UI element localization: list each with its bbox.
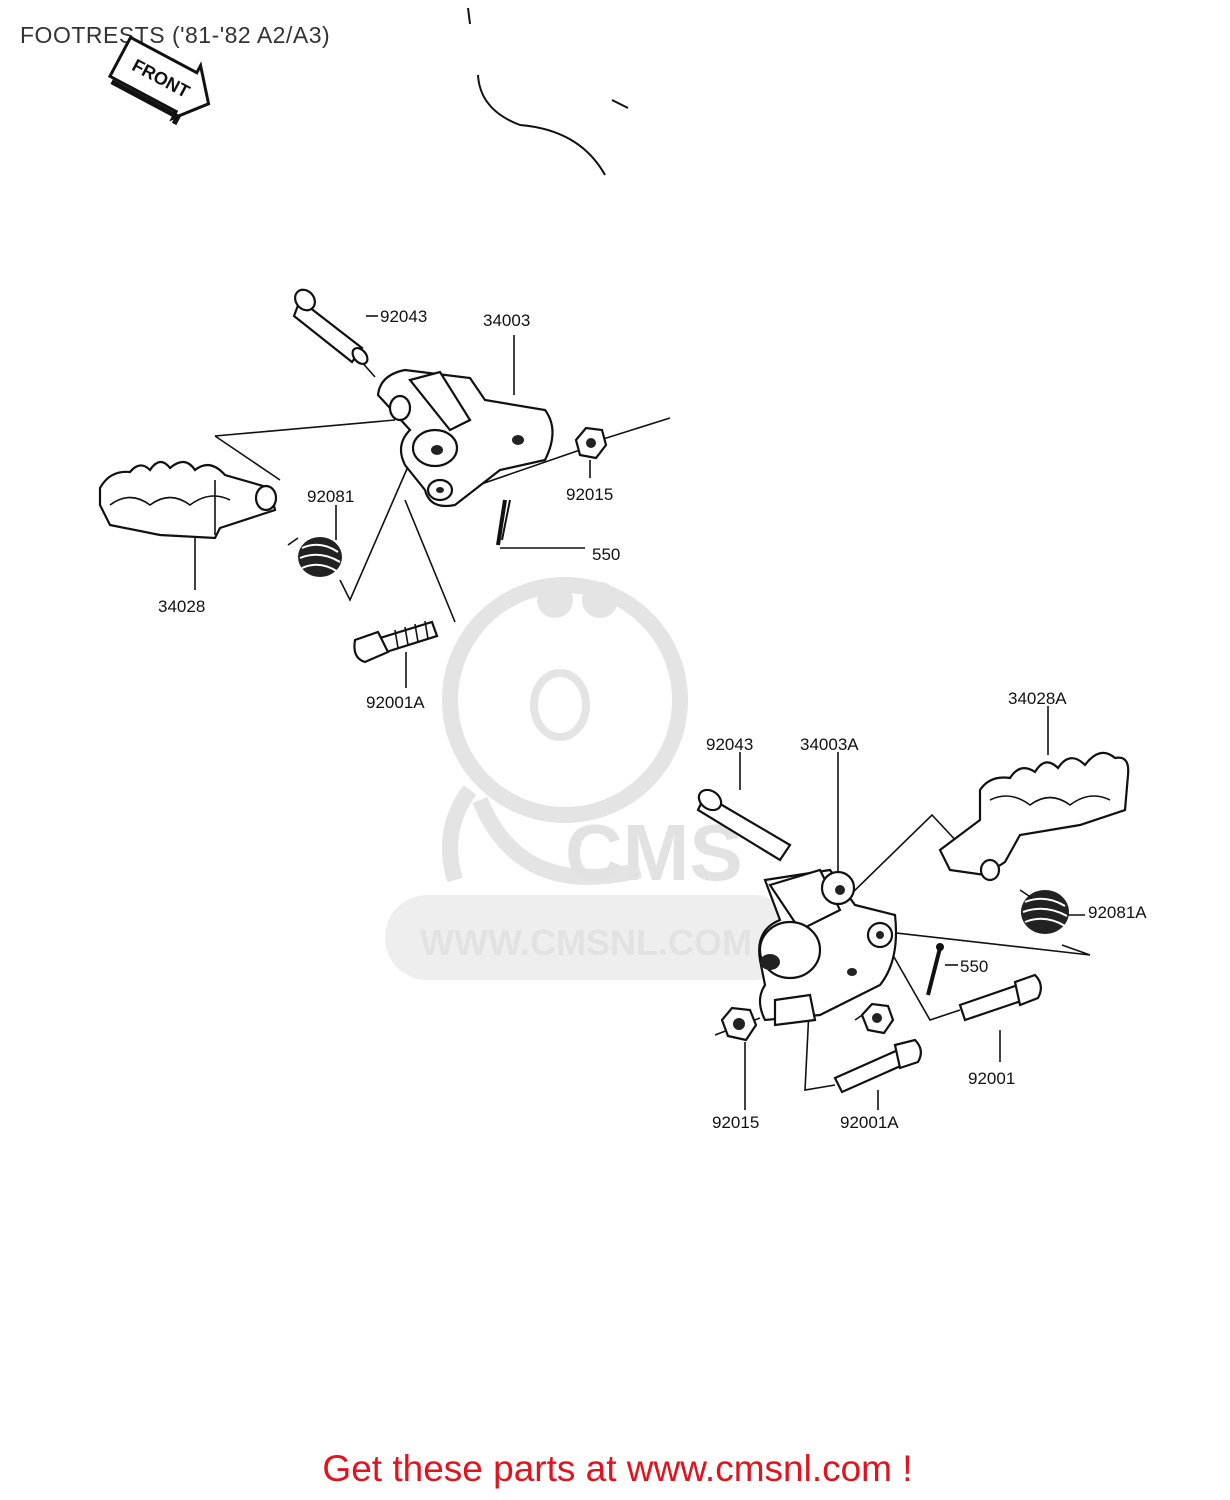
- page-title: FOOTRESTS ('81-'82 A2/A3): [20, 22, 331, 48]
- right-footrest-assembly: [696, 706, 1130, 1110]
- label-right-spring: 92081A: [1088, 903, 1147, 922]
- label-left-nut: 92015: [566, 485, 613, 504]
- label-right-pin: 92043: [706, 735, 753, 754]
- label-left-bolt: 92001A: [366, 693, 425, 712]
- left-spring: [287, 537, 342, 577]
- right-cotter-pin: [926, 943, 944, 996]
- label-left-footrest: 34028: [158, 597, 205, 616]
- label-left-bracket: 34003: [483, 311, 530, 330]
- label-right-lower-bolt: 92001A: [840, 1113, 899, 1132]
- right-lower-bolt: [833, 1038, 922, 1094]
- left-cotter-pin: [496, 499, 511, 546]
- left-bolt: [353, 620, 439, 664]
- scan-artifacts: [467, 7, 629, 176]
- right-footrest-peg: [938, 751, 1130, 882]
- label-left-spring: 92081: [307, 487, 354, 506]
- exploded-parts-diagram: CMS WWW.CMSNL.COM FRONT: [98, 7, 1147, 1132]
- label-right-cotter-pin: 550: [960, 957, 988, 976]
- right-bolt: [958, 973, 1042, 1022]
- right-footrest-bracket: [758, 868, 898, 1027]
- watermark-helmet-shape: [442, 577, 688, 823]
- right-clevis-pin: [696, 788, 792, 862]
- left-footrest-bracket: [376, 368, 554, 508]
- right-nut: [720, 1006, 758, 1042]
- cms-watermark: CMS WWW.CMSNL.COM: [385, 577, 795, 980]
- watermark-brand: CMS: [565, 808, 743, 897]
- label-right-footrest: 34028A: [1008, 689, 1067, 708]
- watermark-body-shape: [472, 796, 642, 885]
- front-arrow-icon: FRONT: [107, 35, 211, 126]
- left-nut: [574, 426, 608, 460]
- label-right-bracket: 34003A: [800, 735, 859, 754]
- label-left-cotter-pin: 550: [592, 545, 620, 564]
- left-footrest-assembly: [98, 288, 671, 688]
- right-bracket-nut: [860, 1002, 895, 1035]
- left-footrest-peg: [98, 460, 278, 540]
- label-left-pin: 92043: [380, 307, 427, 326]
- left-clevis-pin: [292, 288, 369, 365]
- right-spring: [1019, 889, 1069, 934]
- footer-cta-link[interactable]: Get these parts at www.cmsnl.com !: [322, 1448, 913, 1489]
- watermark-url: WWW.CMSNL.COM: [420, 922, 752, 963]
- label-right-nut: 92015: [712, 1113, 759, 1132]
- label-right-bolt: 92001: [968, 1069, 1015, 1088]
